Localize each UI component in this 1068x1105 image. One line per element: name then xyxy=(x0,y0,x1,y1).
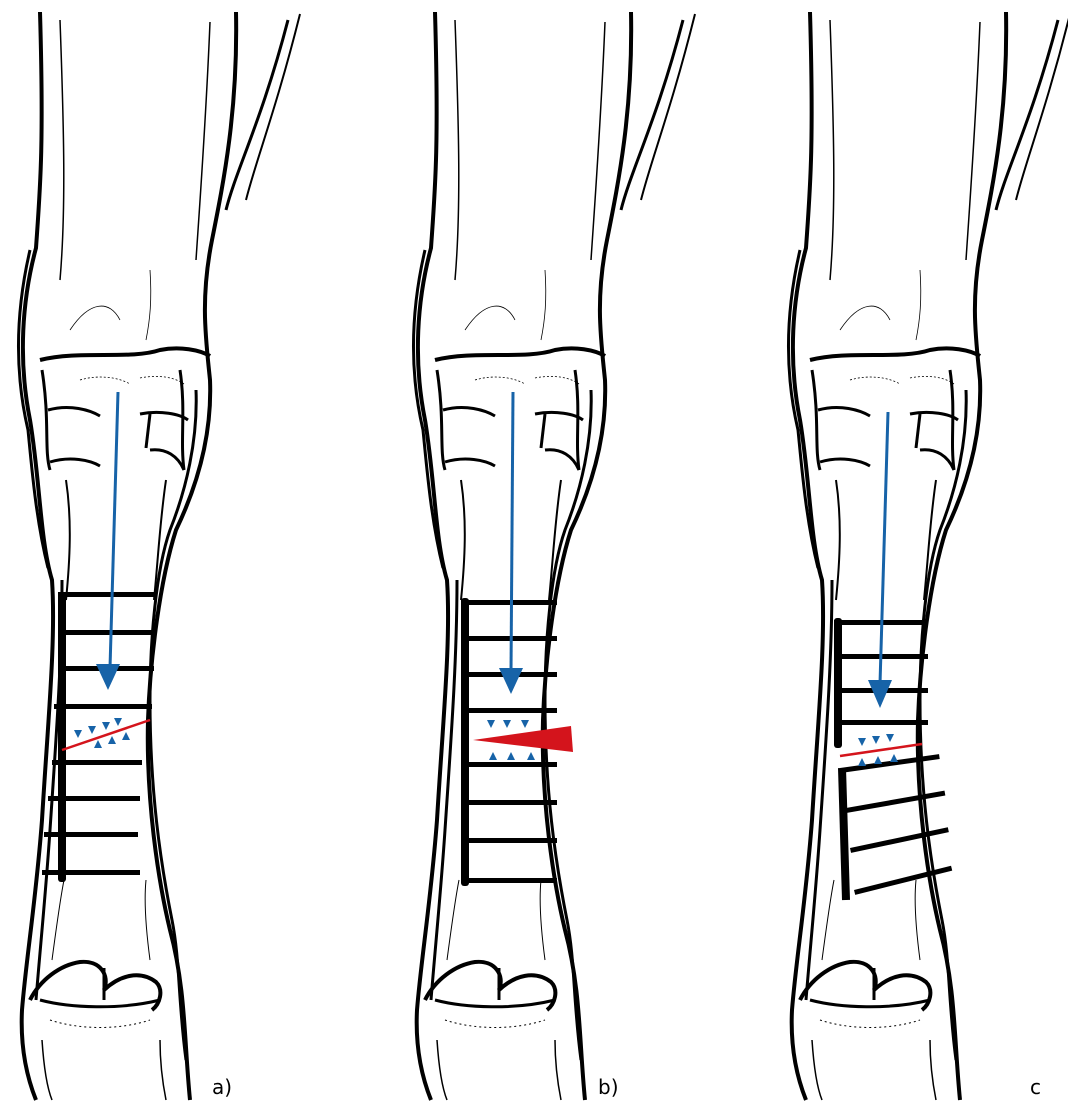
panel-label-b: b) xyxy=(598,1075,619,1099)
force-arrow-icon xyxy=(511,392,513,672)
force-arrow-head xyxy=(96,664,120,690)
panel-b: b) xyxy=(413,12,695,1100)
panel-label-c: c xyxy=(1030,1075,1041,1099)
force-arrow-head xyxy=(868,680,892,708)
fracture-line xyxy=(840,744,922,756)
panel-a: a) xyxy=(18,12,300,1100)
panel-c: c xyxy=(788,12,1068,1100)
panel-label-a: a) xyxy=(212,1075,232,1099)
fracture-wedge xyxy=(473,726,573,752)
force-arrow-icon xyxy=(880,412,888,684)
force-arrow-head xyxy=(499,668,523,694)
force-arrow-icon xyxy=(110,392,118,668)
